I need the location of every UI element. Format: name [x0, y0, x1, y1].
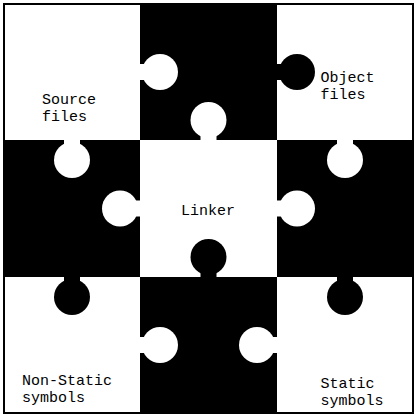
black-piece [277, 140, 413, 277]
piece-tab [142, 54, 178, 90]
piece-label-holder: Linker [181, 203, 276, 220]
piece-tab [239, 327, 275, 363]
piece-label-holder: Object files [321, 70, 416, 104]
piece-label: Non-Static symbols [22, 373, 117, 407]
piece-tab [191, 102, 227, 138]
piece-tab [327, 279, 363, 315]
piece-label-holder: Non-Static symbols [22, 373, 117, 407]
piece-tab [102, 191, 138, 227]
black-piece [140, 4, 277, 140]
white-pieces [4, 4, 413, 413]
black-piece [4, 140, 140, 277]
piece-label: Static symbols [321, 376, 416, 410]
piece-tab [142, 327, 178, 363]
piece-tab [279, 54, 315, 90]
piece-tab [54, 142, 90, 178]
piece-tab [191, 239, 227, 275]
piece-label: Source files [42, 92, 137, 126]
piece-tab [327, 142, 363, 178]
puzzle-frame [4, 4, 413, 413]
piece-label-holder: Static symbols [321, 376, 416, 410]
piece-tab [54, 279, 90, 315]
piece-label: Linker [181, 203, 276, 220]
piece-label-holder: Source files [42, 92, 137, 126]
black-piece [140, 277, 277, 413]
piece-label: Object files [321, 70, 416, 104]
piece-tab [279, 191, 315, 227]
